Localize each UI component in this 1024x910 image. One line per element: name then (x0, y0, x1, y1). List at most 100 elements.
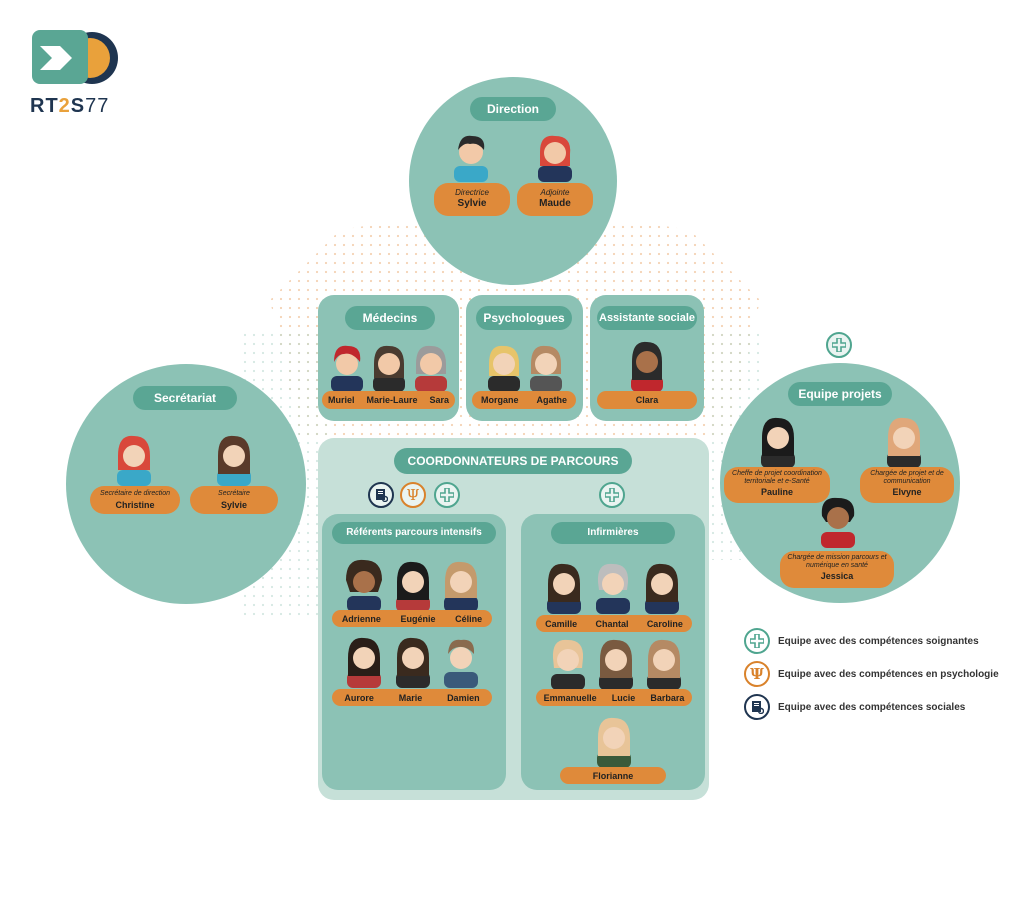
role-label: Chargée de projet et de communication (870, 470, 944, 485)
assistante-names: Clara (597, 391, 697, 409)
name-label: Eugénie (400, 613, 436, 624)
referents-row1-names: Adrienne Eugénie Céline (332, 610, 492, 627)
logo-text-rt: RT (30, 95, 59, 117)
avatar-muriel (331, 345, 363, 392)
projets-card-jessica: Chargée de mission parcours et numérique… (780, 551, 894, 588)
legend-label: Equipe avec des compétences soignantes (778, 635, 979, 647)
name-label: Barbara (650, 692, 685, 703)
plus-icon (826, 332, 852, 358)
avatar-morgane (488, 345, 520, 392)
assistante-title: Assistante sociale (597, 306, 697, 330)
name-label: Sylvie (220, 500, 248, 510)
avatar-maude (538, 135, 572, 182)
secretariat-card-secretaire: Secrétaire Sylvie (190, 486, 278, 514)
name-label: Lucie (611, 692, 636, 703)
logo-text-s: S (70, 95, 86, 117)
logo-text-2: 2 (58, 95, 71, 117)
projets-card-pauline: Cheffe de projet coordination territoria… (724, 467, 830, 503)
referents-row2-names: Aurore Marie Damien (332, 689, 492, 706)
avatar-marie-laure (373, 345, 405, 392)
name-label: Caroline (646, 618, 683, 629)
psychologues-title: Psychologues (476, 306, 572, 330)
direction-card-directrice: Directrice Sylvie (434, 183, 510, 216)
medecins-title: Médecins (345, 306, 435, 330)
avatar-caroline (645, 563, 679, 614)
name-label: Maude (539, 198, 571, 209)
name-label: Camille (545, 618, 578, 629)
direction-card-adjointe: Adjointe Maude (517, 183, 593, 216)
avatar-florianne (597, 717, 631, 768)
plus-icon (744, 628, 770, 654)
name-label: Agathe (536, 395, 567, 405)
avatar-agathe (530, 345, 562, 392)
role-label: Chargée de mission parcours et numérique… (787, 554, 887, 569)
referents-title: Référents parcours intensifs (332, 522, 496, 544)
name-label: Elvyne (892, 487, 922, 497)
name-label: Morgane (480, 395, 519, 405)
avatar-clara (631, 341, 663, 392)
role-label: Adjointe (540, 188, 570, 197)
avatar-aurore (347, 637, 381, 688)
plus-icon (434, 482, 460, 508)
name-label: Marie-Laure (366, 395, 418, 405)
avatar-damien (444, 639, 478, 688)
avatar-celine (444, 561, 478, 612)
avatar-sylvie-direction (454, 135, 488, 182)
infirmieres-row2-names: Emmanuelle Lucie Barbara (536, 689, 692, 706)
infirmieres-title: Infirmières (551, 522, 675, 544)
avatar-christine (117, 435, 151, 486)
avatar-eugenie (396, 561, 430, 612)
avatar-jessica (821, 497, 855, 548)
psi-icon: Ψ (744, 661, 770, 687)
name-label: Emmanuelle (543, 692, 597, 703)
legend-label: Equipe avec des compétences en psycholog… (778, 668, 999, 680)
role-label: Secrétaire (218, 490, 250, 497)
name-label: Sylvie (457, 198, 487, 209)
infirmieres-row1-names: Camille Chantal Caroline (536, 615, 692, 632)
name-label: Aurore (344, 692, 374, 703)
role-label: Directrice (455, 188, 489, 197)
logo-text-77: 77 (85, 95, 110, 117)
name-label: Clara (635, 395, 659, 405)
name-label: Jessica (820, 571, 854, 581)
medecins-names: Muriel Marie-Laure Sara (322, 391, 455, 409)
logo: RT2S77 (30, 28, 120, 118)
direction-title: Direction (470, 97, 556, 121)
name-label: Damien (447, 692, 480, 703)
avatar-emmanuelle (551, 639, 585, 690)
psychologues-names: Morgane Agathe (472, 391, 576, 409)
name-label: Chantal (595, 618, 629, 629)
legend-label: Equipe avec des compétences sociales (778, 701, 966, 713)
avatar-marie (396, 637, 430, 688)
name-label: Pauline (760, 487, 793, 497)
name-label: Céline (455, 613, 483, 624)
legend-item-sociales: Equipe avec des compétences sociales (744, 694, 965, 720)
legend-item-soignantes: Equipe avec des compétences soignantes (744, 628, 979, 654)
name-label: Muriel (327, 395, 355, 405)
avatar-barbara (647, 639, 681, 690)
name-label: Marie (398, 692, 423, 703)
name-label: Florianne (592, 770, 634, 781)
plus-icon (599, 482, 625, 508)
avatar-lucie (599, 639, 633, 690)
social-icon (744, 694, 770, 720)
social-icon (368, 482, 394, 508)
secretariat-title: Secrétariat (133, 386, 237, 410)
avatar-camille (547, 563, 581, 614)
projets-title: Equipe projets (788, 382, 892, 406)
legend-item-psychologie: Ψ Equipe avec des compétences en psychol… (744, 661, 999, 687)
avatar-pauline (761, 417, 795, 468)
secretariat-card-direction: Secrétaire de direction Christine (90, 486, 180, 514)
role-label: Secrétaire de direction (99, 490, 171, 497)
infirmieres-row3-names: Florianne (560, 767, 666, 784)
name-label: Christine (115, 500, 155, 510)
name-label: Sara (429, 395, 449, 405)
avatar-elvyne (887, 417, 921, 468)
avatar-chantal (596, 563, 630, 614)
avatar-sylvie-secretariat (217, 435, 251, 486)
avatar-sara (415, 345, 447, 392)
name-label: Adrienne (341, 613, 381, 624)
role-label: Cheffe de projet coordination territoria… (732, 470, 822, 485)
coordonnateurs-title: COORDONNATEURS DE PARCOURS (394, 448, 632, 474)
logo-mark-icon (32, 30, 118, 84)
